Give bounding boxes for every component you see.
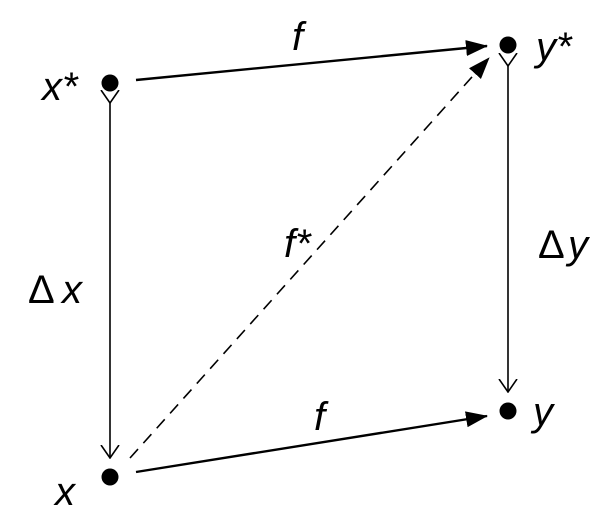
label-delta-y: Δ y [538,223,591,267]
arrow-top-f [135,40,488,82]
label-y-star: y* [533,25,573,69]
label-delta-x: Δ x [28,268,84,312]
label-top-f: f [292,15,307,59]
delta-y-var: y [565,223,591,267]
label-x-star: x* [40,65,79,109]
delta-x-symbol: Δ [28,268,55,312]
arrow-bottom-f [135,411,488,474]
delta-y-symbol: Δ [538,223,565,267]
arrow-diagonal-f-star [129,57,490,459]
label-f-star: f* [284,222,312,266]
label-bottom-f: f [314,395,329,439]
node-x-star-dot [101,74,119,92]
label-x: x [53,470,77,512]
delta-x-var: x [60,268,84,312]
node-x-dot [101,468,119,486]
node-y-dot [499,402,517,420]
node-y-star-dot [499,36,517,54]
label-y: y [530,390,556,434]
